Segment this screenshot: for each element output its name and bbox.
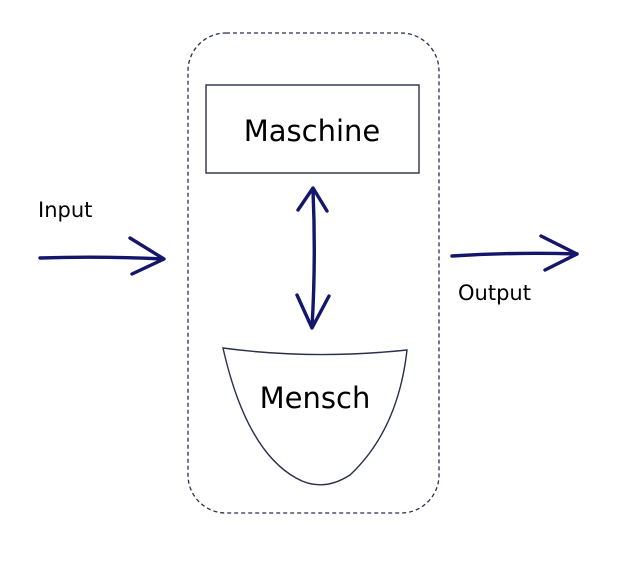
output-arrow xyxy=(450,234,579,272)
input-arrow xyxy=(38,236,166,276)
input-label: Input xyxy=(38,198,92,222)
system-boundary xyxy=(187,32,440,514)
machine-box xyxy=(205,84,420,174)
interaction-arrow xyxy=(295,186,331,330)
machine-label: Maschine xyxy=(244,114,381,148)
output-label: Output xyxy=(458,281,531,305)
human-label: Mensch xyxy=(260,381,371,415)
human-shape xyxy=(222,347,408,486)
